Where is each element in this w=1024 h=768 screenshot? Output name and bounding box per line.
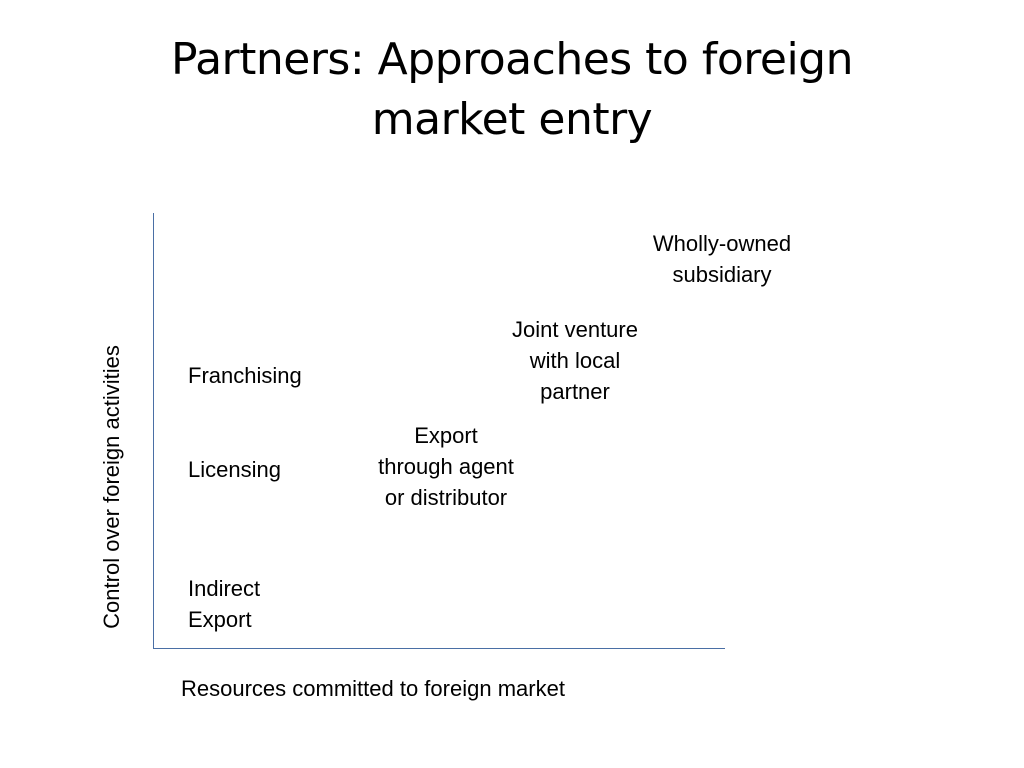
option-text-line: Wholly-owned [652, 231, 792, 256]
option-joint-venture: Joint venture with local partner [490, 314, 660, 407]
option-text-line: subsidiary [672, 262, 772, 287]
option-text-line: Licensing [188, 457, 281, 482]
option-text-line: Indirect [188, 576, 261, 601]
option-text-line: Franchising [188, 363, 302, 388]
option-franchising: Franchising [188, 360, 302, 391]
option-export-through-agent: Export through agent or distributor [356, 420, 536, 513]
option-text-line: Joint venture [512, 317, 638, 342]
option-text-line: Export [188, 607, 252, 632]
title-line-2: market entry [371, 94, 653, 145]
option-licensing: Licensing [188, 454, 281, 485]
x-axis-label: Resources committed to foreign market [181, 676, 565, 701]
option-text-line: through agent [378, 454, 514, 479]
title-line-1: Partners: Approaches to foreign [171, 34, 853, 85]
option-text-line: or distributor [384, 485, 508, 510]
slide-title: Partners: Approaches to foreign market e… [0, 30, 1024, 150]
option-text-line: Export [414, 423, 478, 448]
option-text-line: with local [529, 348, 621, 373]
option-text-line: partner [540, 379, 610, 404]
option-indirect-export: Indirect Export [188, 573, 260, 635]
y-axis-label: Control over foreign activities [99, 345, 124, 629]
option-wholly-owned-subsidiary: Wholly-owned subsidiary [612, 228, 832, 290]
x-axis-line [153, 648, 725, 649]
y-axis-line [153, 213, 154, 649]
